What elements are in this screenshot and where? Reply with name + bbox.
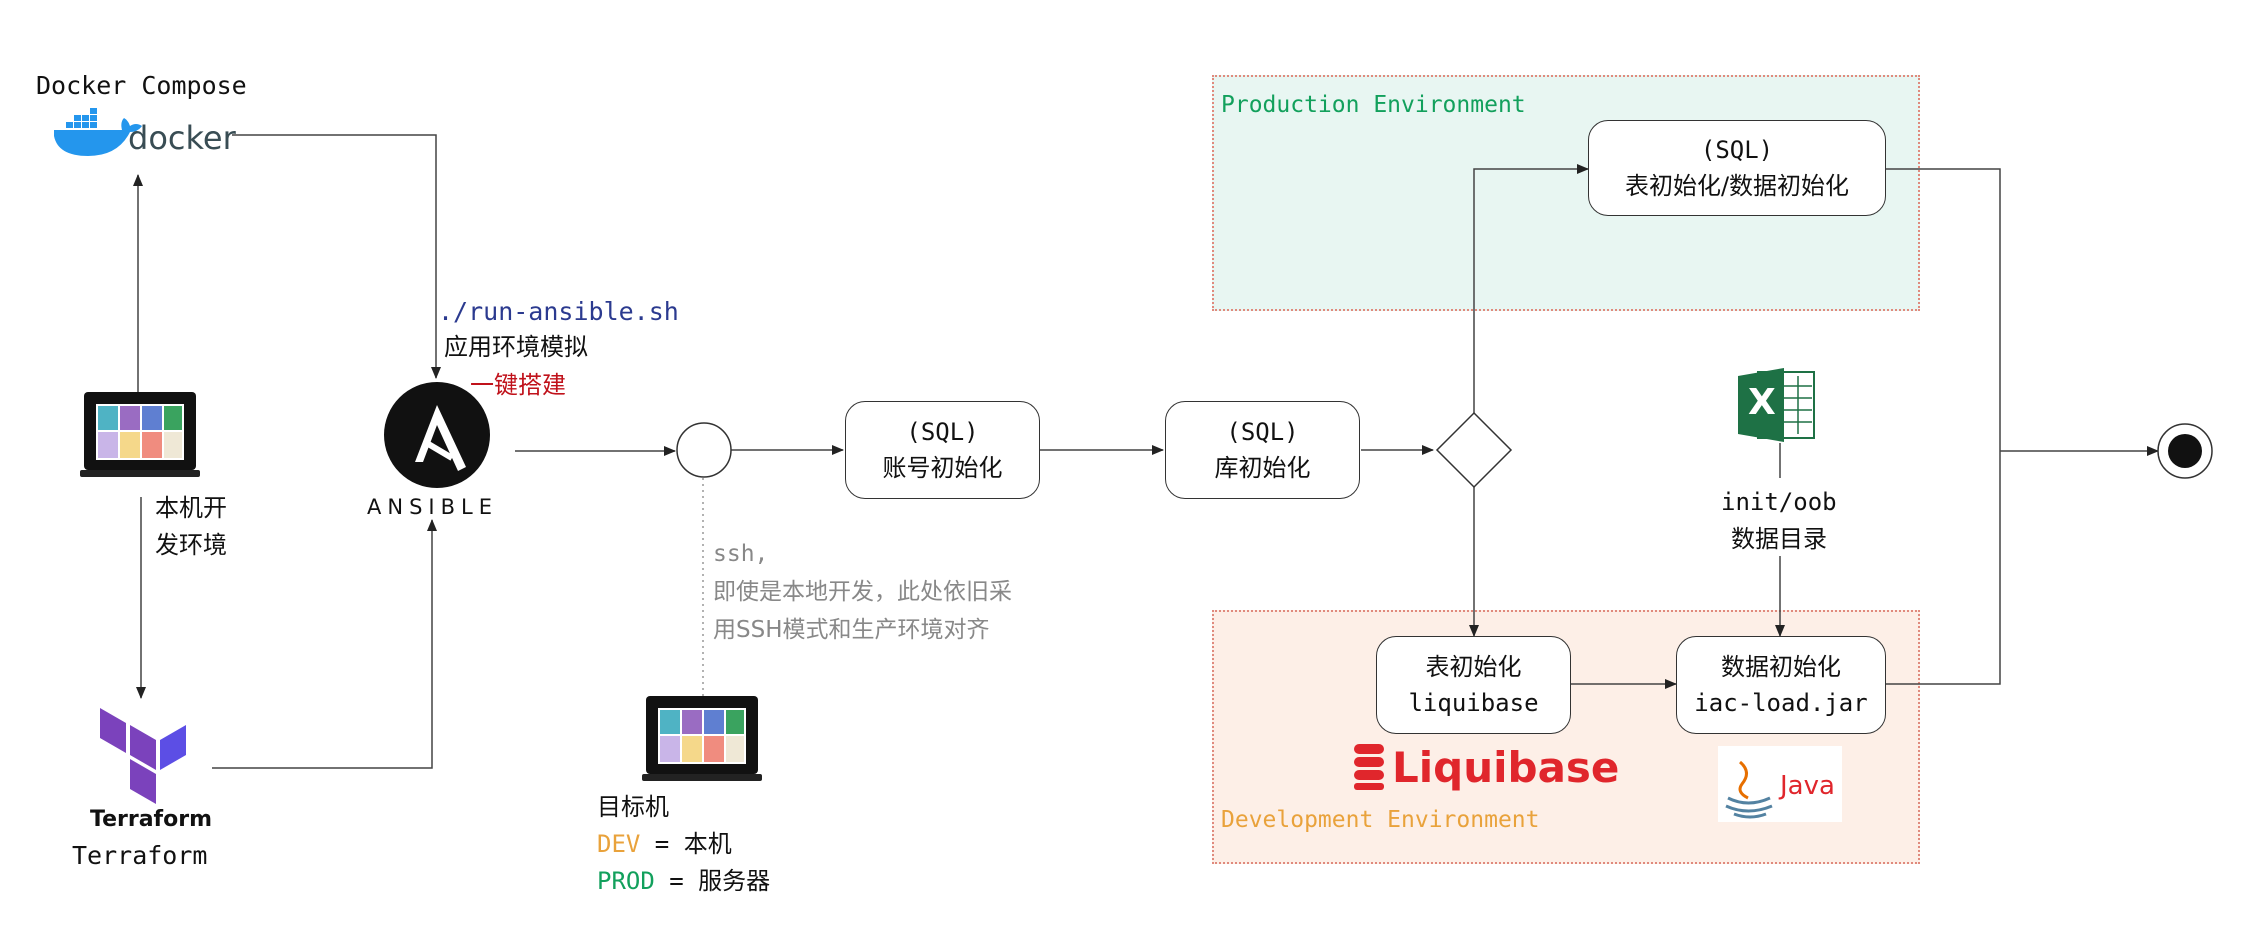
java-icon — [1718, 746, 1842, 822]
liquibase-logo-text: Liquibase — [1392, 743, 1620, 792]
terraform-label: Terraform — [72, 841, 208, 870]
db-init-node: (SQL) 库初始化 — [1165, 401, 1360, 499]
target-dev-key: DEV — [597, 830, 641, 858]
ansible-icon — [384, 382, 490, 488]
account-init-node: (SQL) 账号初始化 — [845, 401, 1040, 499]
development-environment-label: Development Environment — [1221, 807, 1540, 833]
end-node-inner — [2168, 434, 2202, 468]
target-laptop-icon — [642, 696, 762, 781]
ansible-logo-text: ANSIBLE — [367, 495, 498, 519]
db-init-line1: (SQL) — [1226, 418, 1299, 446]
ansible-highlight: 一键搭建 — [470, 371, 566, 399]
docker-compose-title: Docker Compose — [36, 71, 247, 100]
table-init-line1: 表初始化 — [1425, 653, 1522, 681]
table-init-node: 表初始化 liquibase — [1376, 636, 1571, 734]
local-dev-label-line1: 本机开 — [155, 494, 227, 522]
target-prod-key: PROD — [597, 867, 655, 895]
docker-whale-icon — [54, 108, 142, 156]
decision-node — [1435, 411, 1513, 489]
data-init-node: 数据初始化 iac-load.jar — [1676, 636, 1886, 734]
fork-node — [676, 422, 732, 478]
terraform-logo-text: Terraform — [90, 807, 213, 832]
laptop-icon — [80, 392, 200, 477]
local-dev-label-line2: 发环境 — [155, 531, 227, 559]
excel-label-line2: 数据目录 — [1731, 525, 1827, 553]
ssh-note-line1: ssh, — [713, 541, 769, 567]
account-init-line1: (SQL) — [906, 418, 979, 446]
excel-icon — [1738, 368, 1815, 442]
prod-init-node: (SQL) 表初始化/数据初始化 — [1588, 120, 1886, 216]
target-prod-value: = 服务器 — [654, 867, 771, 895]
prod-init-line2: 表初始化/数据初始化 — [1624, 172, 1850, 200]
edge-data-end — [1886, 451, 2001, 685]
account-init-line2: 账号初始化 — [882, 454, 1003, 482]
liquibase-icon — [1354, 744, 1384, 790]
table-init-line2: liquibase — [1408, 689, 1539, 717]
production-environment-label: Production Environment — [1221, 92, 1526, 118]
docker-logo-text: docker — [128, 119, 236, 157]
data-init-line1: 数据初始化 — [1721, 653, 1841, 681]
edge-decision-prod — [1473, 164, 1589, 413]
target-prod: PROD = 服务器 — [597, 866, 770, 896]
prod-init-line1: (SQL) — [1700, 136, 1774, 164]
excel-label-line1: init/oob — [1721, 488, 1837, 516]
target-dev-value: = 本机 — [640, 830, 732, 858]
target-title: 目标机 — [597, 793, 669, 821]
terraform-icon — [100, 708, 186, 804]
db-init-line2: 库初始化 — [1214, 454, 1311, 482]
excel-logo-letter: X — [1748, 382, 1776, 423]
ansible-command: ./run-ansible.sh — [438, 297, 679, 326]
edge-docker-ansible — [232, 134, 441, 379]
edge-terraform-ansible — [212, 519, 437, 769]
edge-prod-end — [1886, 168, 2001, 451]
ansible-description: 应用环境模拟 — [444, 333, 588, 361]
target-dev: DEV = 本机 — [597, 829, 732, 859]
ssh-note-line2: 即使是本地开发，此处依旧采 — [713, 579, 1012, 605]
java-logo-text: Java — [1780, 771, 1835, 801]
data-init-line2: iac-load.jar — [1694, 689, 1868, 717]
ssh-note-line3: 用SSH模式和生产环境对齐 — [713, 617, 990, 643]
